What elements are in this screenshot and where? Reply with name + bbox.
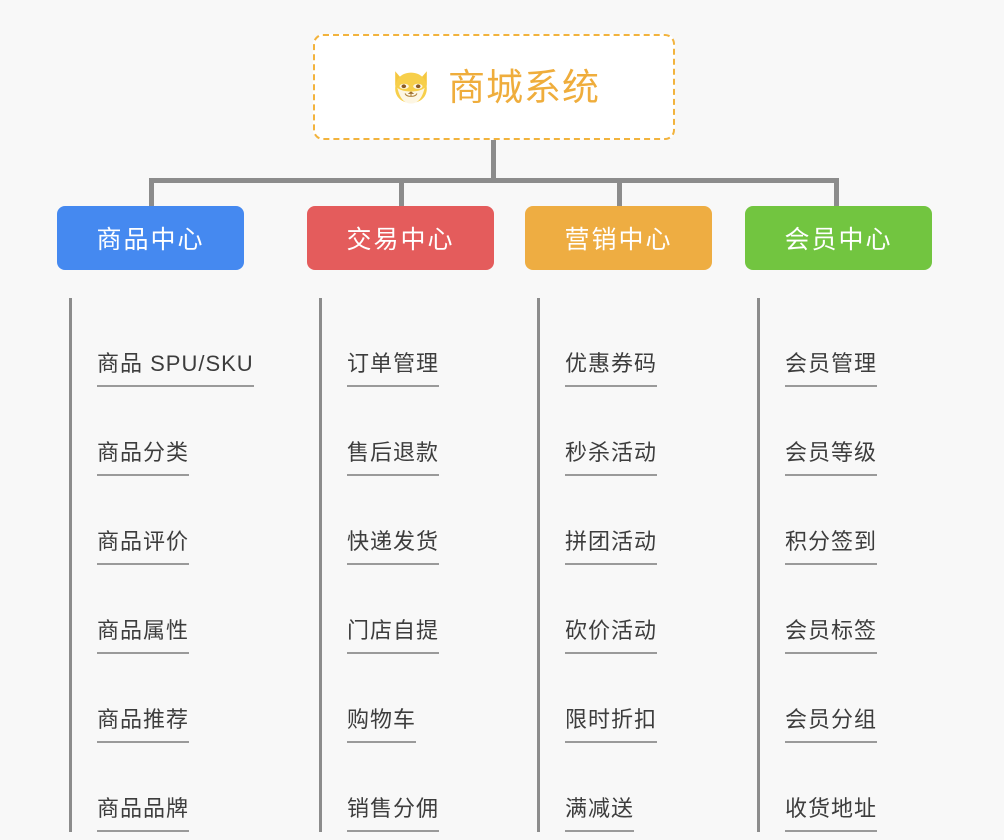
leaf-item[interactable]: 积分签到 xyxy=(757,476,932,565)
leaf-list-3: 优惠券码秒杀活动拼团活动砍价活动限时折扣满减送 xyxy=(525,298,712,832)
leaf-item-label: 积分签到 xyxy=(785,531,878,565)
leaf-item[interactable]: 商品分类 xyxy=(69,387,244,476)
leaf-item[interactable]: 订单管理 xyxy=(319,298,494,387)
leaf-item-label: 商品推荐 xyxy=(97,709,190,743)
leaf-item[interactable]: 销售分佣 xyxy=(319,743,494,832)
leaf-trunk-3 xyxy=(537,298,540,832)
leaf-item[interactable]: 满减送 xyxy=(537,743,712,832)
leaf-list-1: 商品 SPU/SKU 商品分类商品评价商品属性商品推荐商品品牌 xyxy=(57,298,254,832)
leaf-trunk-4 xyxy=(757,298,760,832)
leaf-item[interactable]: 快递发货 xyxy=(319,476,494,565)
branch-header-1[interactable]: 商品中心 xyxy=(57,206,244,270)
leaf-item-label: 秒杀活动 xyxy=(565,442,658,476)
leaf-item-label: 订单管理 xyxy=(347,353,440,387)
leaf-item-label: 快递发货 xyxy=(347,531,440,565)
connector-drop-3 xyxy=(617,178,622,208)
leaf-item[interactable]: 拼团活动 xyxy=(537,476,712,565)
leaf-item[interactable]: 商品品牌 xyxy=(69,743,244,832)
leaf-item-label: 售后退款 xyxy=(347,442,440,476)
leaf-list-2: 订单管理售后退款快递发货门店自提购物车销售分佣 xyxy=(307,298,494,832)
connector-root-stem xyxy=(491,140,496,180)
leaf-item[interactable]: 会员等级 xyxy=(757,387,932,476)
leaf-item-label: 商品评价 xyxy=(97,531,190,565)
leaf-item-label: 收货地址 xyxy=(785,798,878,832)
leaf-item[interactable]: 商品推荐 xyxy=(69,654,244,743)
leaf-item-label: 会员分组 xyxy=(785,709,878,743)
leaf-item[interactable]: 会员标签 xyxy=(757,565,932,654)
leaf-item[interactable]: 商品属性 xyxy=(69,565,244,654)
leaf-item[interactable]: 砍价活动 xyxy=(537,565,712,654)
leaf-item-label: 会员等级 xyxy=(785,442,878,476)
connector-drop-4 xyxy=(834,178,839,208)
leaf-item-label: 优惠券码 xyxy=(565,353,658,387)
leaf-item-label: 商品品牌 xyxy=(97,798,190,832)
leaf-item-label: 拼团活动 xyxy=(565,531,658,565)
leaf-item[interactable]: 售后退款 xyxy=(319,387,494,476)
leaf-item-label: 满减送 xyxy=(565,798,635,832)
branch-column-2: 交易中心订单管理售后退款快递发货门店自提购物车销售分佣 xyxy=(307,206,494,832)
leaf-item[interactable]: 限时折扣 xyxy=(537,654,712,743)
leaf-item[interactable]: 收货地址 xyxy=(757,743,932,832)
leaf-item-label: 会员标签 xyxy=(785,620,878,654)
leaf-item[interactable]: 会员管理 xyxy=(757,298,932,387)
branch-header-2[interactable]: 交易中心 xyxy=(307,206,494,270)
leaf-list-4: 会员管理会员等级积分签到会员标签会员分组收货地址 xyxy=(745,298,932,832)
leaf-item[interactable]: 购物车 xyxy=(319,654,494,743)
branch-column-1: 商品中心商品 SPU/SKU 商品分类商品评价商品属性商品推荐商品品牌 xyxy=(57,206,254,832)
leaf-item-label: 购物车 xyxy=(347,709,417,743)
leaf-item-label: 限时折扣 xyxy=(565,709,658,743)
leaf-item-label: 门店自提 xyxy=(347,620,440,654)
branch-header-3[interactable]: 营销中心 xyxy=(525,206,712,270)
connector-drop-1 xyxy=(149,178,154,208)
leaf-item[interactable]: 优惠券码 xyxy=(537,298,712,387)
connector-bus xyxy=(149,178,839,183)
root-title: 商城系统 xyxy=(448,66,600,108)
leaf-item[interactable]: 会员分组 xyxy=(757,654,932,743)
leaf-item-label: 商品 SPU/SKU xyxy=(97,353,254,387)
branch-header-4[interactable]: 会员中心 xyxy=(745,206,932,270)
root-node[interactable]: 商城系统 xyxy=(313,34,675,140)
leaf-trunk-2 xyxy=(319,298,322,832)
leaf-item[interactable]: 商品评价 xyxy=(69,476,244,565)
shiba-dog-face-icon xyxy=(395,71,427,104)
leaf-item-label: 商品分类 xyxy=(97,442,190,476)
branch-column-4: 会员中心会员管理会员等级积分签到会员标签会员分组收货地址 xyxy=(745,206,932,832)
connector-drop-2 xyxy=(399,178,404,208)
leaf-item-label: 销售分佣 xyxy=(347,798,440,832)
leaf-item-label: 商品属性 xyxy=(97,620,190,654)
leaf-item-label: 会员管理 xyxy=(785,353,878,387)
leaf-item[interactable]: 秒杀活动 xyxy=(537,387,712,476)
leaf-item-label: 砍价活动 xyxy=(565,620,658,654)
branch-column-3: 营销中心优惠券码秒杀活动拼团活动砍价活动限时折扣满减送 xyxy=(525,206,712,832)
leaf-trunk-1 xyxy=(69,298,72,832)
leaf-item[interactable]: 商品 SPU/SKU xyxy=(69,298,254,387)
leaf-item[interactable]: 门店自提 xyxy=(319,565,494,654)
